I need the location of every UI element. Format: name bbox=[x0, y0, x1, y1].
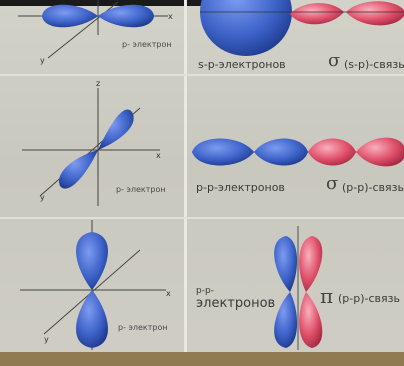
axis-y-label-3: y bbox=[44, 335, 49, 344]
axis-x-label-2: x bbox=[156, 151, 161, 160]
pp-electrons-label: p‐p‐электронов bbox=[196, 181, 285, 194]
top-edge-shadow bbox=[0, 0, 240, 6]
pp-label: p‐p‐ bbox=[196, 286, 214, 296]
sigma-pp-text: (p‐p)‐связь bbox=[342, 181, 404, 194]
pi-pp-text: (p‐p)‐связь bbox=[338, 292, 400, 305]
sigma-sp-symbol: σ bbox=[328, 50, 341, 71]
sp-overlap bbox=[200, 0, 404, 56]
pp-sigma-overlap bbox=[192, 137, 404, 167]
electrons-label: электронов bbox=[196, 296, 276, 311]
axis-x-label-3: x bbox=[166, 289, 171, 298]
sigma-sp-text: (s‐p)‐связь bbox=[344, 58, 404, 71]
p-electron-label-3: p‐ электрон bbox=[118, 323, 168, 332]
row-divider-1 bbox=[0, 74, 404, 76]
axis-y-label-2: y bbox=[40, 193, 45, 202]
p-orbital-x-row1 bbox=[18, 0, 168, 59]
column-divider bbox=[184, 0, 187, 352]
p-orbital-vertical-row3 bbox=[20, 220, 166, 350]
p-orbital-tilted-row2 bbox=[22, 88, 160, 206]
axis-z-label-2: z bbox=[96, 79, 100, 88]
row-divider-2 bbox=[0, 217, 404, 219]
table-edge bbox=[0, 352, 404, 366]
p-electron-label-1: p‐ электрон bbox=[122, 40, 172, 49]
pi-pp-symbol: π bbox=[320, 284, 334, 308]
sp-electrons-label: s‐p‐электронов bbox=[198, 58, 286, 71]
p-electron-label-2: p‐ электрон bbox=[116, 185, 166, 194]
pp-pi-overlap bbox=[274, 226, 323, 350]
axis-y-label-1: y bbox=[40, 56, 45, 65]
sigma-pp-symbol: σ bbox=[326, 173, 339, 194]
axis-x-label-1: x bbox=[168, 12, 173, 21]
